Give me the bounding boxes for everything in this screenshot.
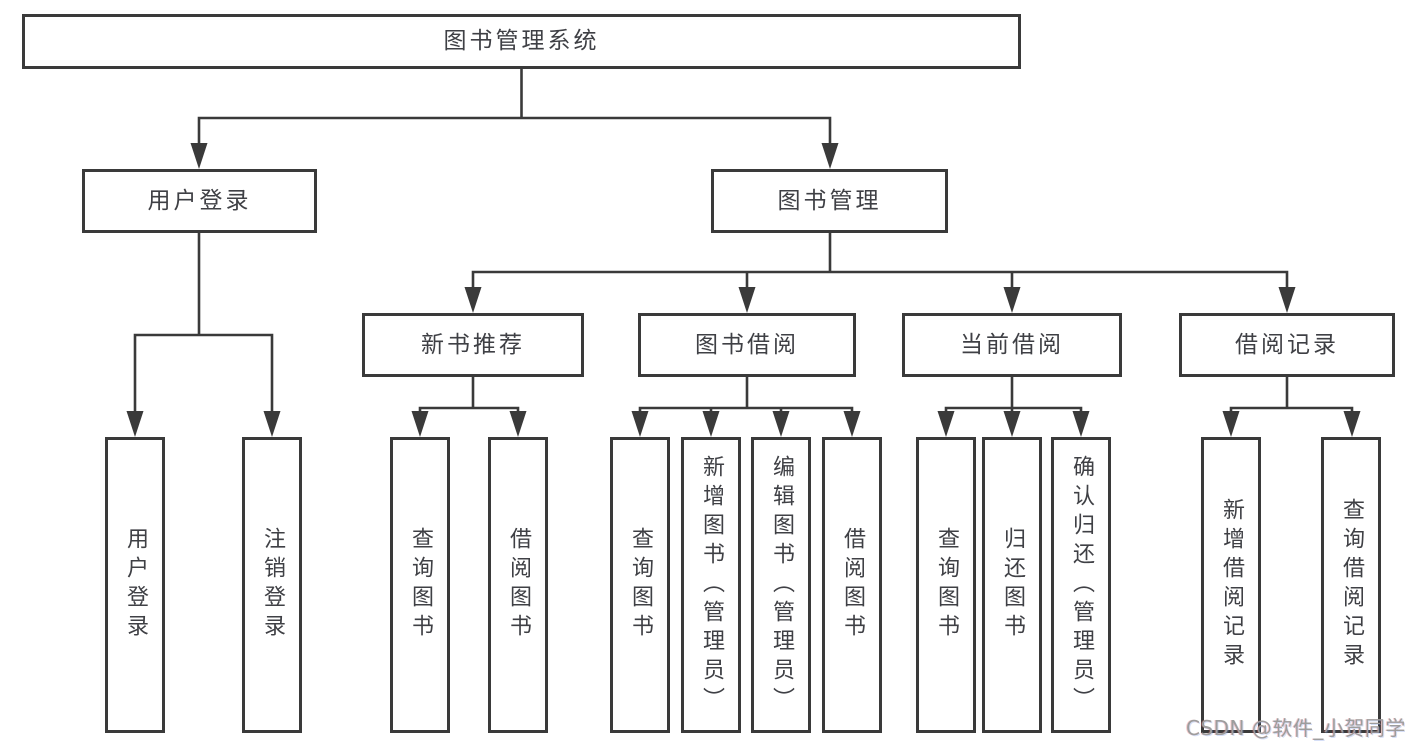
node-borrowing-records: 借阅记录 <box>1179 313 1395 377</box>
leaf-return-book: 归还图书 <box>982 437 1042 733</box>
node-book-management: 图书管理 <box>711 169 948 233</box>
leaf-query-books-current: 查询图书 <box>916 437 976 733</box>
leaf-borrow-books-recommend: 借阅图书 <box>488 437 548 733</box>
leaf-borrow-books: 借阅图书 <box>822 437 882 733</box>
leaf-add-book-admin: 新增图书（管理员） <box>681 437 741 733</box>
csdn-watermark: CSDN @软件_小贺同学 <box>1186 716 1405 740</box>
node-user-login: 用户登录 <box>82 169 317 233</box>
node-library-management-system: 图书管理系统 <box>22 14 1021 69</box>
leaf-query-books-recommend: 查询图书 <box>390 437 450 733</box>
node-new-book-recommendation: 新书推荐 <box>362 313 584 377</box>
leaf-user-login: 用户登录 <box>105 437 165 733</box>
leaf-query-borrow-record: 查询借阅记录 <box>1321 437 1381 733</box>
node-current-borrowing: 当前借阅 <box>902 313 1122 377</box>
node-book-borrowing: 图书借阅 <box>638 313 856 377</box>
leaf-add-borrow-record: 新增借阅记录 <box>1201 437 1261 733</box>
leaf-logout: 注销登录 <box>242 437 302 733</box>
leaf-query-books-borrow: 查询图书 <box>610 437 670 733</box>
leaf-edit-book-admin: 编辑图书（管理员） <box>751 437 811 733</box>
leaf-confirm-return-admin: 确认归还（管理员） <box>1051 437 1111 733</box>
